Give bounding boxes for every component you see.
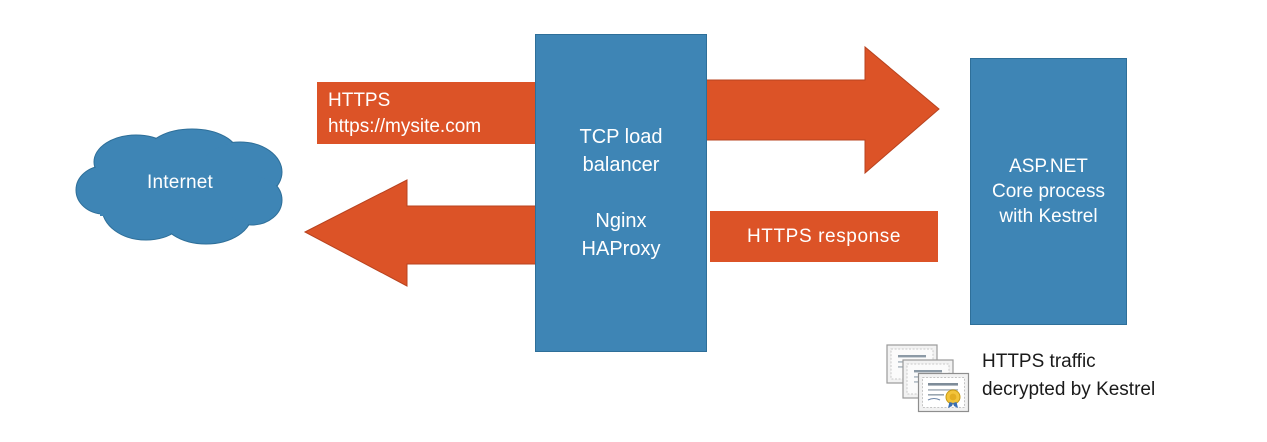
- load-balancer-line4: HAProxy: [581, 238, 661, 260]
- inbound-request-arrow: [705, 45, 941, 175]
- app-server-line3: with Kestrel: [999, 206, 1098, 227]
- aspnet-core-process-box: ASP.NET Core process with Kestrel: [970, 58, 1127, 325]
- load-balancer-products: Nginx HAProxy: [536, 207, 706, 263]
- tcp-load-balancer-box: TCP load balancer Nginx HAProxy: [535, 34, 707, 352]
- load-balancer-line3: Nginx: [595, 210, 647, 232]
- legend-text-line2: decrypted by Kestrel: [982, 379, 1156, 400]
- legend-text: HTTPS traffic decrypted by Kestrel: [982, 348, 1212, 404]
- legend: HTTPS traffic decrypted by Kestrel: [886, 340, 1216, 418]
- app-server-line1: ASP.NET: [1009, 156, 1088, 177]
- load-balancer-line2: balancer: [582, 154, 660, 176]
- https-response-label: HTTPS response: [710, 211, 938, 262]
- https-request-line2: https://mysite.com: [328, 116, 482, 137]
- internet-cloud: Internet: [74, 128, 286, 250]
- app-server-line2: Core process: [992, 181, 1105, 202]
- load-balancer-line1: TCP load: [579, 126, 663, 148]
- legend-text-line1: HTTPS traffic: [982, 351, 1096, 372]
- https-request-line1: HTTPS: [328, 90, 391, 111]
- outbound-response-arrow: [303, 178, 541, 288]
- load-balancer-role: TCP load balancer: [536, 123, 706, 179]
- internet-cloud-label: Internet: [146, 172, 214, 193]
- https-request-label: HTTPS https://mysite.com: [317, 82, 537, 144]
- certificates-stack-icon: [886, 344, 970, 414]
